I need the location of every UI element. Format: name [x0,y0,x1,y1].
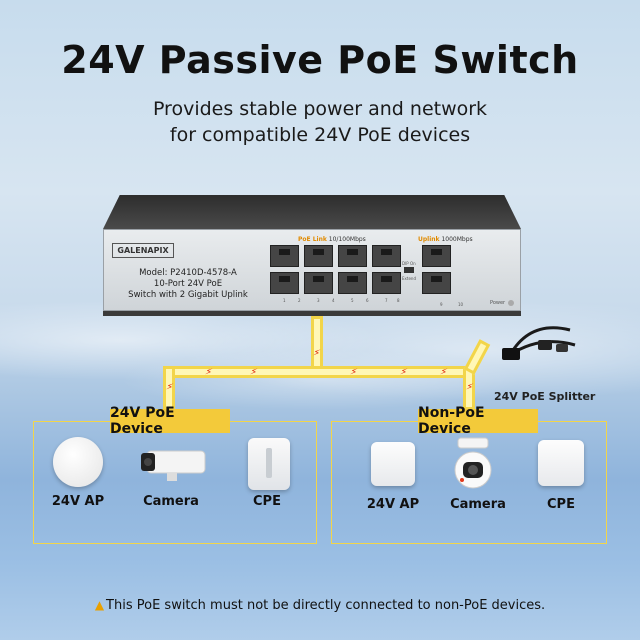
warning-text: This PoE switch must not be directly con… [106,598,546,613]
power-label: Power [490,300,506,306]
device-label-24v-ap: 24V AP [51,494,105,509]
port-number-5: 5 [351,298,354,303]
port-number-10: 10 [458,302,464,307]
model-line-1: Model: P2410D-4578-A [139,268,237,278]
port-number-7: 7 [385,298,388,303]
device-label-camera: Camera [450,497,506,512]
power-led-icon [508,300,514,306]
model-label: Model: P2410D-4578-A 10-Port 24V PoE Swi… [108,268,268,301]
brand-label: GALENAPIX [112,243,174,258]
port-number-1: 1 [283,298,286,303]
ethernet-port-3 [304,245,333,267]
port-number-2: 2 [298,298,301,303]
bullet-camera-icon [141,450,206,481]
ethernet-port-4 [304,272,333,294]
warning-note: ▲This PoE switch must not be directly co… [0,598,640,613]
dip-label-bottom: Extend [402,276,416,281]
switch-base [103,311,521,316]
access-point-icon [371,442,415,486]
poe-link-text: PoE Link [298,236,327,243]
uplink-text: Uplink [418,236,440,243]
ethernet-port-7 [372,245,401,267]
left-drop-cable [163,366,175,410]
splitter-label: 24V PoE Splitter [494,390,596,403]
dip-label-top: DIP On [402,261,416,266]
page-title: 24V Passive PoE Switch [61,38,579,82]
poe-splitter-icon [502,326,576,360]
uplink-label: Uplink 1000Mbps [418,236,473,243]
cpe-icon [248,438,290,490]
access-point-icon [53,437,103,487]
page-subtitle: Provides stable power and network for co… [0,96,640,148]
port-number-3: 3 [317,298,320,303]
uplink-speed: 1000Mbps [441,236,473,243]
ethernet-port-8 [372,272,401,294]
port-number-8: 8 [397,298,400,303]
switch-front-panel [103,229,521,311]
device-label-24v-ap: 24V AP [366,497,420,512]
dip-switch [404,267,414,273]
model-line-3: Switch with 2 Gigabit Uplink [128,290,248,300]
poe-device-group-title: 24V PoE Device [110,405,230,437]
device-label-cpe: CPE [253,494,281,509]
dome-camera-icon [454,437,492,489]
uplink-port-10 [422,272,451,294]
switch-top-cover [103,195,521,229]
uplink-port-9 [422,245,451,267]
model-line-2: 10-Port 24V PoE [153,279,223,289]
ethernet-port-2 [270,272,299,294]
ethernet-port-5 [338,245,367,267]
device-label-camera: Camera [143,494,199,509]
poe-link-speed: 10/100Mbps [328,236,366,243]
subtitle-line-1: Provides stable power and network [152,98,488,120]
device-label-cpe: CPE [547,497,575,512]
non-poe-device-group-title: Non-PoE Device [418,405,538,437]
poe-link-label: PoE Link 10/100Mbps [298,236,366,243]
port-number-6: 6 [366,298,369,303]
ethernet-port-1 [270,245,299,267]
port-number-4: 4 [332,298,335,303]
ethernet-port-6 [338,272,367,294]
subtitle-line-2: for compatible 24V PoE devices [169,124,471,146]
cpe-icon [538,440,584,486]
warning-icon: ▲ [94,598,105,612]
port-number-9: 9 [440,302,443,307]
